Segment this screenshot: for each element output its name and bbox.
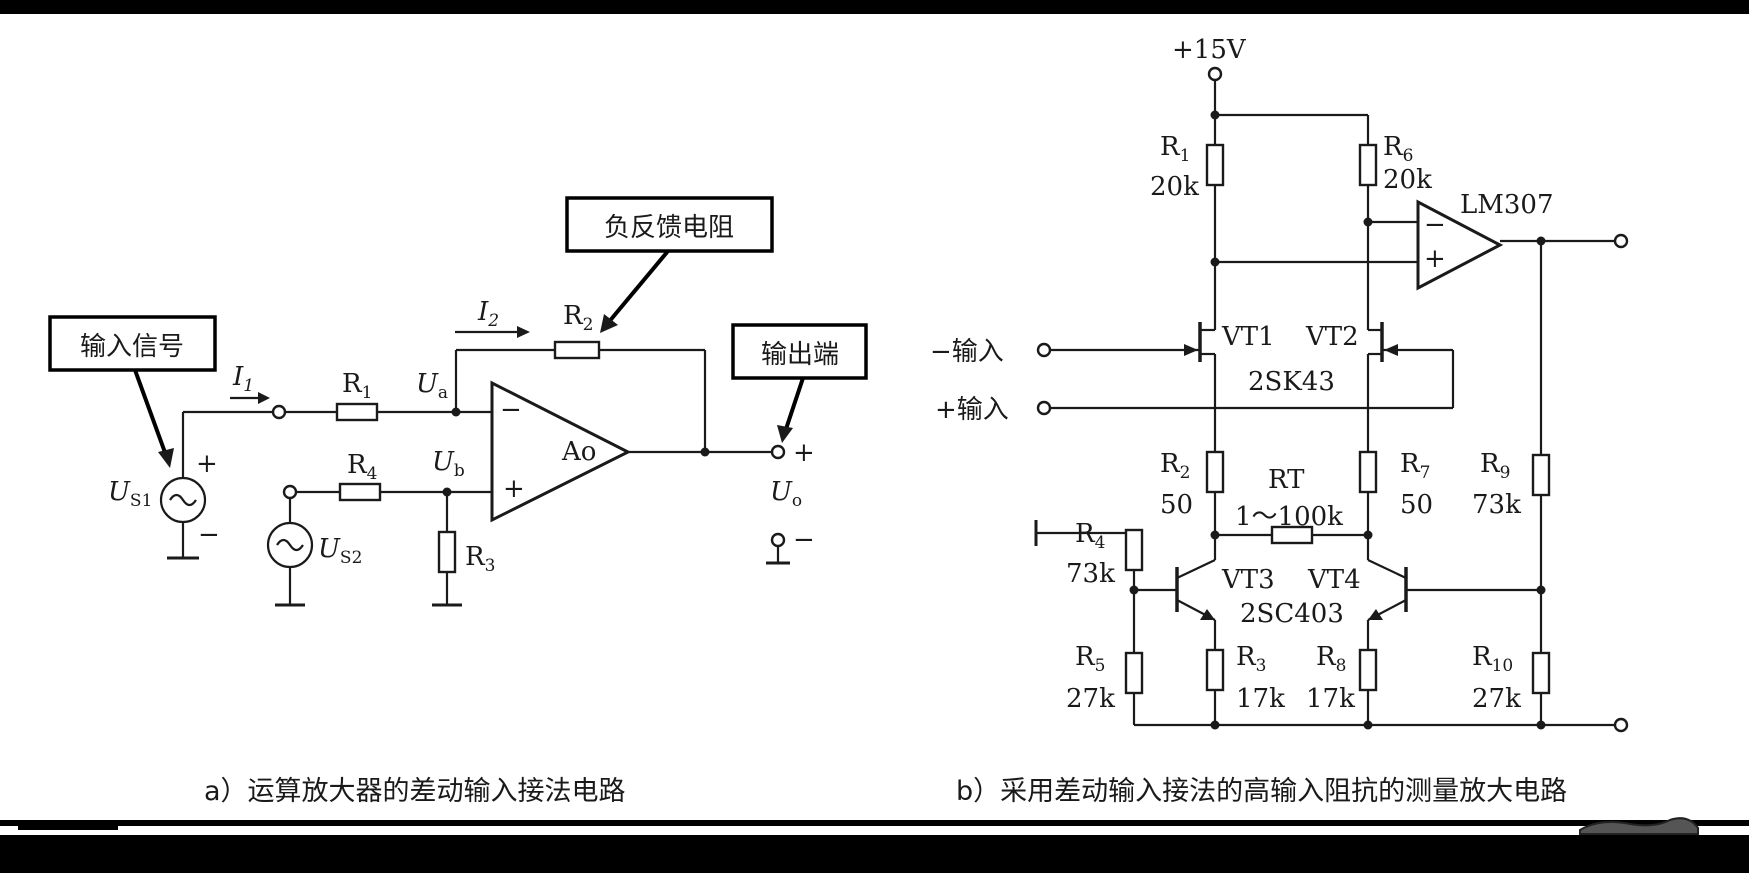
resistor-r4-left — [338, 482, 382, 502]
callout-output-terminal — [731, 323, 868, 443]
opamp-plus-sign: + — [503, 474, 525, 504]
resistor-r1-right — [1205, 143, 1225, 187]
label-r3-right: R3 — [1236, 642, 1266, 676]
opamp-ao — [490, 380, 632, 523]
terminal-output-plus — [770, 444, 786, 460]
us1-plus-sign: + — [196, 449, 218, 479]
value-r7-right: 50 — [1400, 490, 1433, 520]
label-rt: RT — [1268, 465, 1305, 495]
label-r2-right: R2 — [1160, 449, 1190, 483]
resistor-r7-right — [1358, 450, 1378, 494]
value-r6-right: 20k — [1383, 165, 1432, 195]
value-rt: 1～100k — [1235, 502, 1343, 532]
label-2sc403: 2SC403 — [1240, 599, 1344, 629]
label-vt4: VT4 — [1307, 565, 1361, 595]
label-lm307: LM307 — [1460, 190, 1554, 220]
opamp-minus-sign: − — [500, 395, 522, 425]
label-opamp-ao: Ao — [561, 437, 596, 467]
value-r4-right: 73k — [1066, 559, 1115, 589]
value-r8-right: 17k — [1306, 684, 1355, 714]
label-us1: US1 — [108, 477, 152, 511]
terminal-input1 — [271, 404, 287, 420]
resistor-r9-right — [1531, 453, 1551, 497]
terminal-neg-input — [1036, 342, 1052, 358]
value-r2-right: 50 — [1160, 490, 1193, 520]
bottom-left-mark — [18, 822, 118, 830]
caption-a: a）运算放大器的差动输入接法电路 — [204, 776, 626, 807]
label-supply: +15V — [1172, 35, 1247, 65]
resistor-r3-left — [437, 530, 457, 574]
label-vt2: VT2 — [1305, 322, 1359, 352]
callout-output-text: 输出端 — [761, 340, 839, 370]
us1-minus-sign: − — [198, 520, 220, 550]
resistor-r10-right — [1531, 651, 1551, 695]
callout-input-signal-text: 输入信号 — [80, 332, 184, 362]
resistor-r4-right — [1124, 528, 1144, 572]
callout-feedback-resistor — [565, 196, 774, 333]
resistor-r1-left — [335, 402, 379, 422]
value-r3-right: 17k — [1236, 684, 1285, 714]
label-r5-right: R5 — [1075, 642, 1105, 676]
callout-feedback-text: 负反馈电阻 — [604, 213, 734, 243]
label-neg-input: −输入 — [930, 337, 1004, 367]
resistor-r2-right — [1205, 450, 1225, 494]
label-uo: Uo — [770, 477, 802, 511]
label-ua: Ua — [416, 369, 448, 403]
left-circuit — [159, 326, 790, 607]
resistor-r2-left — [553, 340, 601, 360]
caption-b: b）采用差动输入接法的高输入阻抗的测量放大电路 — [956, 776, 1567, 807]
terminal-vcc — [1207, 66, 1223, 82]
label-r4-right: R4 — [1075, 519, 1105, 553]
label-r4-left: R4 — [347, 450, 377, 484]
resistor-r6-right — [1358, 143, 1378, 187]
label-ub: Ub — [432, 447, 465, 481]
resistor-r8-right — [1358, 648, 1378, 692]
terminal-out-bottom — [1613, 717, 1629, 733]
label-r9-right: R9 — [1480, 449, 1510, 483]
value-r1-right: 20k — [1150, 172, 1199, 202]
bottom-border — [0, 835, 1749, 873]
bottom-rule-thin — [0, 820, 1749, 826]
value-r10-right: 27k — [1472, 684, 1521, 714]
top-border — [0, 0, 1749, 14]
label-us2: US2 — [318, 534, 362, 568]
value-r5-right: 27k — [1066, 684, 1115, 714]
label-r3-left: R3 — [465, 542, 495, 576]
label-r2-left: R2 — [563, 301, 593, 335]
label-r1-left: R1 — [342, 369, 372, 403]
terminal-out-top — [1613, 233, 1629, 249]
output-minus-sign: − — [793, 525, 815, 555]
label-r8-right: R8 — [1316, 642, 1346, 676]
value-r9-right: 73k — [1472, 490, 1521, 520]
right-circuit — [1034, 66, 1629, 733]
output-plus-sign: + — [793, 438, 815, 468]
terminal-pos-input — [1036, 400, 1052, 416]
label-r6-right: R6 — [1383, 132, 1413, 166]
label-r7-right: R7 — [1400, 449, 1430, 483]
terminal-input2 — [282, 484, 298, 500]
label-r1-right: R1 — [1160, 132, 1190, 166]
resistor-r5-right — [1124, 651, 1144, 695]
label-vt1: VT1 — [1221, 322, 1275, 352]
label-pos-input: +输入 — [935, 395, 1009, 425]
label-vt3: VT3 — [1221, 565, 1275, 595]
opamp-lm307 — [1416, 199, 1504, 291]
resistor-r3-right — [1205, 648, 1225, 692]
label-i2: I2 — [477, 297, 499, 331]
terminal-output-minus — [770, 532, 786, 548]
callout-input-signal — [48, 315, 217, 468]
label-r10-right: R10 — [1472, 642, 1513, 676]
label-2sk43: 2SK43 — [1248, 367, 1335, 397]
lm307-plus-sign: + — [1424, 244, 1446, 274]
label-i1: I1 — [232, 362, 254, 396]
lm307-minus-sign: − — [1424, 210, 1446, 240]
bottom-right-smudge — [1579, 817, 1699, 835]
